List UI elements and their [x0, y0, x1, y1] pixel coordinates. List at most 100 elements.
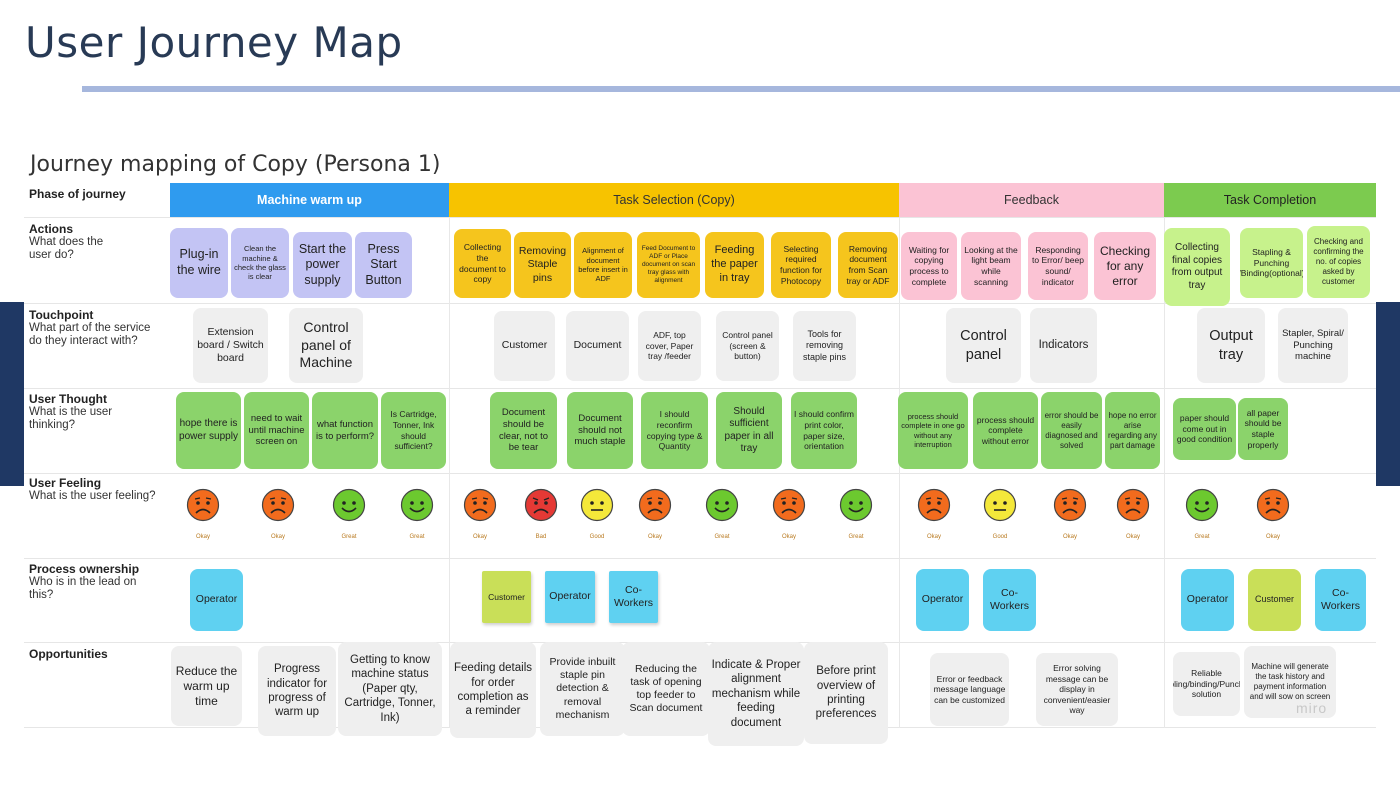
owner-text: Customer	[1254, 594, 1294, 605]
sad-face-icon	[1256, 488, 1290, 522]
opportunity-text: Reliable stapling/binding/Punching solut…	[1173, 668, 1240, 700]
row-label-title: Process ownership	[29, 562, 140, 576]
opportunity-card: Reduce the warm up time	[171, 646, 242, 726]
feeling-label: Good	[589, 534, 605, 540]
opportunity-text: Indicate & Proper alignment mechanism wh…	[711, 659, 801, 729]
action-card: Plug-in the wire	[170, 228, 228, 298]
owner-card: Customer	[1248, 569, 1301, 631]
row-divider	[24, 388, 1376, 389]
thought-text: Document should be clear, not to be tear	[498, 406, 549, 454]
row-label-user-feeling: User Feeling What is the user feeling?	[29, 477, 164, 503]
opportunity-card: Before print overview of printing prefer…	[804, 642, 888, 744]
neutral-face-icon	[983, 488, 1017, 522]
feeling-label: Okay	[195, 534, 210, 540]
opportunity-card: Error or feedback message language can b…	[930, 653, 1009, 726]
phase-label: Task Selection (Copy)	[613, 193, 735, 207]
owner-card: Operator	[190, 569, 243, 631]
action-card: Stapling & Punching /Binding(optional)	[1240, 228, 1303, 298]
thought-text: Is Cartridge, Tonner, Ink should suffici…	[390, 409, 437, 452]
owner-card: Co-Workers	[983, 569, 1036, 631]
touchpoint-text: Extension board / Switch board	[197, 325, 264, 365]
opportunity-card: Machine will generate the task history a…	[1244, 646, 1336, 718]
owner-card: Co-Workers	[1315, 569, 1366, 631]
action-card: Removing document from Scan tray or ADF	[838, 232, 898, 298]
opportunity-card: Getting to know machine status (Paper qt…	[338, 642, 442, 736]
row-label-question: Who is in the lead on this?	[29, 576, 137, 601]
action-text: Looking at the light beam while scanning	[964, 244, 1018, 287]
thought-card: process should complete without error	[973, 392, 1038, 469]
action-card: Clean the machine & check the glass is c…	[231, 228, 289, 298]
action-text: Press Start Button	[365, 241, 402, 287]
row-divider	[24, 217, 1376, 218]
action-card: Feed Document to ADF or Place document o…	[637, 232, 700, 298]
action-text: Checking for any error	[1099, 243, 1151, 288]
action-card: Removing Staple pins	[514, 232, 571, 298]
action-card: Start the power supply	[293, 232, 352, 298]
row-divider	[24, 473, 1376, 474]
opportunity-text: Provide inbuilt staple pin detection & r…	[549, 656, 616, 721]
row-label-title: Touchpoint	[29, 308, 94, 322]
row-label-process-ownership: Process ownership Who is in the lead on …	[29, 563, 164, 602]
opportunity-card: Reliable stapling/binding/Punching solut…	[1173, 652, 1240, 716]
opportunity-text: Machine will generate the task history a…	[1249, 662, 1331, 701]
opportunity-card: Feeding details for order completion as …	[450, 642, 536, 738]
neutral-face-icon	[580, 488, 614, 522]
row-label-touchpoint: Touchpoint What part of the service do t…	[29, 309, 164, 348]
touchpoint-text: Control panel (screen & button)	[722, 330, 773, 362]
thought-card: process should complete in one go withou…	[898, 392, 968, 469]
action-card: Looking at the light beam while scanning	[961, 232, 1021, 300]
sad-face-icon	[463, 488, 497, 522]
thought-card: I should confirm print color, paper size…	[791, 392, 857, 469]
title-underline	[82, 86, 1400, 92]
row-divider	[24, 558, 1376, 559]
touchpoint-card: Output tray	[1197, 308, 1265, 383]
row-label-actions: Actions What does the user do?	[29, 223, 164, 262]
column-divider	[899, 218, 900, 728]
row-label-question: What part of the service do they interac…	[29, 322, 151, 347]
action-text: Stapling & Punching /Binding(optional)	[1240, 247, 1303, 279]
row-label-title: User Feeling	[29, 476, 102, 490]
opportunity-card: Reducing the task of opening top feeder …	[622, 642, 710, 736]
owner-text: Co-Workers	[1321, 586, 1360, 612]
owner-card: Operator	[916, 569, 969, 631]
sad-face-icon	[1053, 488, 1087, 522]
phase-label: Machine warm up	[257, 193, 362, 207]
feeling-label: Okay	[1062, 534, 1077, 540]
feeling-label: Bad	[535, 534, 547, 540]
action-text: Responding to Error/ beep sound/ indicat…	[1032, 244, 1084, 287]
thought-card: Document should be clear, not to be tear	[490, 392, 557, 469]
touchpoint-text: Stapler, Spiral/ Punching machine	[1282, 327, 1344, 363]
thought-card: hope there is power supply	[176, 392, 241, 469]
happy-face-icon	[1185, 488, 1219, 522]
feeling-label: Great	[1194, 534, 1210, 540]
action-card: Press Start Button	[355, 232, 412, 298]
sad-face-icon	[186, 488, 220, 522]
action-card: Waiting for copying process to complete	[901, 232, 957, 300]
action-text: Removing document from Scan tray or ADF	[846, 243, 890, 286]
touchpoint-card: Control panel (screen & button)	[716, 311, 779, 381]
row-label-question: What is the user thinking?	[29, 406, 113, 431]
phase-feedback: Feedback	[899, 183, 1164, 217]
touchpoint-card: Document	[566, 311, 629, 381]
owner-text: Operator	[195, 593, 238, 606]
thought-text: I should confirm print color, paper size…	[794, 409, 854, 452]
row-label-phase: Phase of journey	[29, 188, 164, 201]
thought-text: error should be easily diagnosed and sol…	[1044, 410, 1099, 450]
touchpoint-card: Tools for removing staple pins	[793, 311, 856, 381]
phase-label: Feedback	[1004, 193, 1059, 207]
opportunity-text: Getting to know machine status (Paper qt…	[344, 654, 436, 724]
action-card: Checking for any error	[1094, 232, 1156, 300]
thought-text: hope no error arise regarding any part d…	[1108, 410, 1157, 450]
touchpoint-text: Control panel	[960, 328, 1007, 363]
opportunity-card: Error solving message can be display in …	[1036, 653, 1118, 726]
thought-card: what function is to perform?	[312, 392, 378, 469]
action-text: Selecting required function for Photocop…	[779, 243, 823, 286]
feeling-label: Great	[409, 534, 425, 540]
thought-text: what function is to perform?	[315, 418, 375, 442]
row-label-title: Opportunities	[29, 647, 108, 661]
action-text: Alignment of document before insert in A…	[578, 246, 628, 284]
miro-watermark: miro	[1296, 700, 1328, 716]
journey-subtitle: Journey mapping of Copy (Persona 1)	[30, 152, 441, 177]
owner-card: Customer	[482, 571, 531, 623]
sad-face-icon	[917, 488, 951, 522]
